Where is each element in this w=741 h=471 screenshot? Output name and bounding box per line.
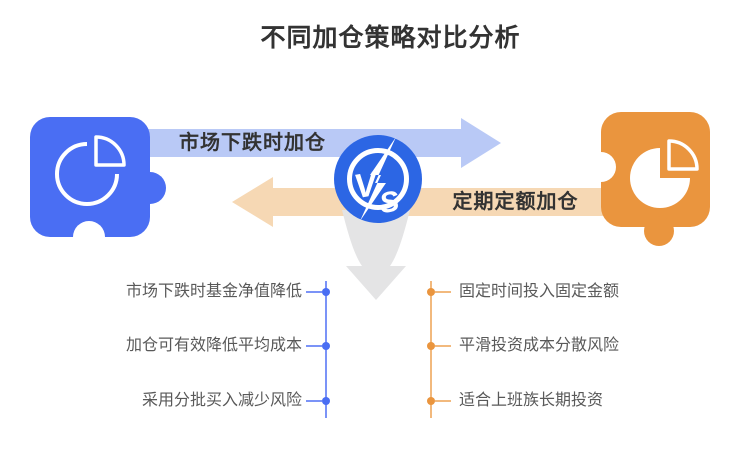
lightning-bolt-icon — [360, 137, 396, 221]
timeline-connector — [435, 345, 451, 347]
timeline-connector — [306, 291, 322, 293]
timeline-dot — [427, 397, 435, 405]
down-arrow-icon — [342, 210, 410, 300]
timeline-dot — [427, 288, 435, 296]
timeline-dot — [427, 342, 435, 350]
page-title: 不同加仓策略对比分析 — [260, 24, 521, 52]
left-strategy-arrow-label: 市场下跌时加仓 — [179, 132, 326, 154]
left-point-1: 市场下跌时基金净值降低 — [125, 283, 302, 300]
left-arrow — [232, 177, 610, 227]
right-point-3: 适合上班族长期投资 — [459, 392, 604, 409]
left-point-2: 加仓可有效降低平均成本 — [125, 337, 302, 354]
right-strategy-arrow-label: 定期定额加仓 — [452, 191, 579, 213]
timeline-dot — [322, 288, 330, 296]
timeline-connector — [306, 400, 322, 402]
timeline-connector — [435, 400, 451, 402]
timeline-dot — [322, 342, 330, 350]
right-point-2: 平滑投资成本分散风险 — [459, 337, 620, 354]
left-point-3: 采用分批买入减少风险 — [141, 392, 302, 409]
pie-chart-icon — [630, 139, 699, 208]
timeline-connector — [306, 345, 322, 347]
timeline-connector — [435, 291, 451, 293]
pie-chart-icon — [55, 135, 126, 206]
puzzle-piece-icon — [30, 117, 166, 253]
puzzle-piece-icon — [595, 112, 710, 246]
right-point-1: 固定时间投入固定金额 — [459, 283, 620, 300]
vs-badge: V S — [334, 135, 422, 223]
timeline-dot — [322, 397, 330, 405]
